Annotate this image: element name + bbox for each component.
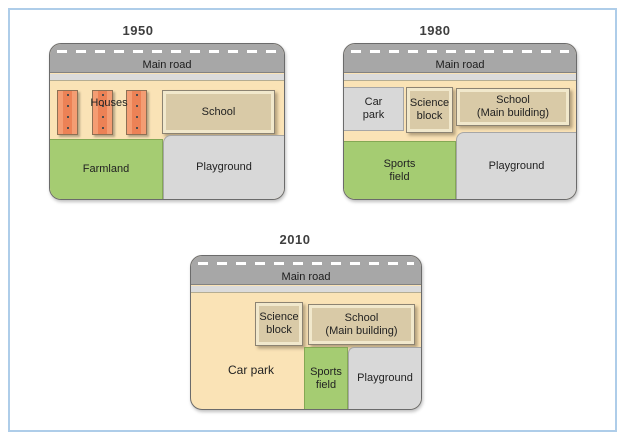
main-road-1950: Main road: [50, 44, 284, 73]
map-1980-grounds: Car park Science block School (Main buil…: [344, 82, 576, 199]
car-park-area: Car park: [344, 87, 404, 131]
school-label: School (Main building): [325, 311, 398, 337]
road-dashed-center-line: [351, 50, 569, 53]
house-icon: [126, 90, 147, 135]
map-2010-grounds: Car park Science block School (Main buil…: [191, 294, 421, 409]
sports-field-area: Sports field: [304, 347, 348, 409]
sidewalk-strip: [191, 286, 421, 293]
farmland-label: Farmland: [82, 163, 130, 176]
road-dashed-center-line: [57, 50, 277, 53]
houses-label: Houses: [90, 97, 128, 109]
sidewalk-strip: [50, 74, 284, 81]
science-block-label: Science block: [259, 311, 299, 336]
map-1980: Main road Car park Science block School …: [343, 43, 577, 200]
school-label: School: [201, 105, 236, 118]
sports-field-area: Sports field: [344, 141, 456, 199]
school-building: School (Main building): [456, 88, 570, 126]
playground-area: Playground: [348, 347, 421, 409]
main-road-label: Main road: [281, 271, 331, 283]
sports-field-label: Sports field: [383, 157, 416, 183]
science-block-label: Science block: [409, 97, 450, 122]
main-road-1980: Main road: [344, 44, 576, 73]
house-icon: [92, 90, 113, 135]
house-icon: [57, 90, 78, 135]
sports-field-label: Sports field: [310, 365, 342, 391]
main-road-label: Main road: [142, 59, 192, 71]
science-block-building: Science block: [255, 302, 303, 346]
playground-area: Playground: [456, 132, 576, 199]
sidewalk-strip: [344, 74, 576, 81]
playground-label: Playground: [196, 161, 252, 174]
map-1950-grounds: Houses School Farmland Playground: [50, 82, 284, 199]
map-1950: Main road Houses School Farmland Playgro…: [49, 43, 285, 200]
map-title-1950: 1950: [122, 23, 154, 38]
school-label: School (Main building): [476, 94, 550, 119]
science-block-building: Science block: [406, 87, 453, 133]
map-2010: Main road Car park Science block School …: [190, 255, 422, 410]
main-road-label: Main road: [435, 59, 485, 71]
playground-area: Playground: [163, 135, 284, 199]
playground-label: Playground: [488, 159, 545, 172]
car-park-label: Car park: [227, 363, 274, 377]
map-title-2010: 2010: [279, 232, 311, 247]
farmland-area: Farmland: [50, 139, 163, 199]
playground-label: Playground: [357, 372, 413, 385]
main-road-2010: Main road: [191, 256, 421, 285]
map-title-1980: 1980: [419, 23, 451, 38]
school-building: School (Main building): [308, 304, 415, 345]
school-building: School: [162, 90, 275, 134]
car-park-label: Car park: [362, 96, 385, 121]
road-dashed-center-line: [198, 262, 414, 265]
